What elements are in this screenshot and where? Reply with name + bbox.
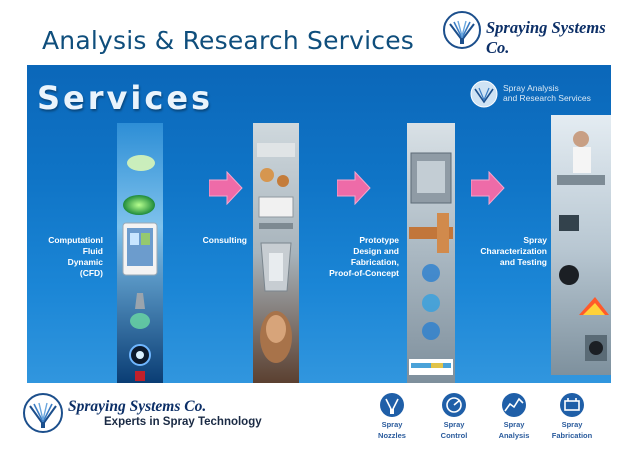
service-testing-line-1: Spray xyxy=(523,235,547,245)
product-spray-nozzles[interactable]: Spray Nozzles xyxy=(366,392,418,440)
product-label: Nozzles xyxy=(378,431,406,440)
panel-title: Services xyxy=(37,79,214,117)
product-label: Spray xyxy=(443,420,465,429)
product-label: Analysis xyxy=(498,431,530,440)
page-title: Analysis & Research Services xyxy=(42,26,415,55)
panel-badge: Spray Analysis and Research Services xyxy=(469,79,609,113)
header-logo: Spraying Systems Co. xyxy=(442,10,632,57)
arrow-icon xyxy=(471,171,505,205)
service-cfd-line-1: Computationl xyxy=(48,235,103,245)
cfd-image xyxy=(117,123,163,383)
testing-image xyxy=(551,115,611,375)
spray-fabrication-icon xyxy=(560,393,584,417)
badge-line-2: and Research Services xyxy=(503,93,591,103)
footer-brand: Spraying Systems Co. xyxy=(68,398,207,415)
service-prototype-line-3: Fabrication, xyxy=(350,257,399,267)
service-prototype-line-1: Prototype xyxy=(359,235,399,245)
service-cfd-line-2: Fluid xyxy=(82,246,103,256)
footer-tagline: Experts in Spray Technology xyxy=(104,416,262,428)
spray-logo-icon xyxy=(443,11,481,49)
service-cfd-line-3: Dynamic xyxy=(67,257,103,267)
spray-analysis-logo-icon xyxy=(470,80,498,108)
service-testing: Spray Characterization and Testing xyxy=(463,235,547,268)
service-cfd: Computationl Fluid Dynamic (CFD) xyxy=(33,235,103,279)
arrow-icon xyxy=(337,171,371,205)
product-label: Fabrication xyxy=(551,431,593,440)
product-spray-control[interactable]: Spray Control xyxy=(428,392,480,440)
service-testing-line-3: and Testing xyxy=(499,257,547,267)
service-consulting-line-1: Consulting xyxy=(202,235,247,245)
product-spray-fabrication[interactable]: Spray Fabrication xyxy=(546,392,598,440)
spray-nozzles-icon xyxy=(380,393,404,417)
product-spray-analysis[interactable]: Spray Analysis xyxy=(488,392,540,440)
arrow-icon xyxy=(209,171,243,205)
badge-line-1: Spray Analysis xyxy=(503,83,559,93)
service-cfd-line-4: (CFD) xyxy=(79,268,103,278)
prototype-image xyxy=(407,123,455,383)
consulting-image xyxy=(253,123,299,383)
product-label: Spray xyxy=(503,420,525,429)
footer-logo: Spraying Systems Co. Experts in Spray Te… xyxy=(22,392,322,438)
spray-logo-icon xyxy=(23,393,63,433)
service-prototype: Prototype Design and Fabrication, Proof-… xyxy=(309,235,399,279)
spray-analysis-icon xyxy=(502,393,526,417)
service-prototype-line-2: Design and xyxy=(353,246,399,256)
product-label: Control xyxy=(440,431,468,440)
product-label: Spray xyxy=(561,420,583,429)
service-prototype-line-4: Proof-of-Concept xyxy=(329,268,399,278)
spray-control-icon xyxy=(442,393,466,417)
services-panel: Services Spray Analysis and Research Ser… xyxy=(27,65,611,383)
header-brand: Spraying Systems Co. xyxy=(486,18,606,57)
service-testing-line-2: Characterization xyxy=(480,246,547,256)
product-label: Spray xyxy=(381,420,403,429)
service-consulting: Consulting xyxy=(177,235,247,246)
